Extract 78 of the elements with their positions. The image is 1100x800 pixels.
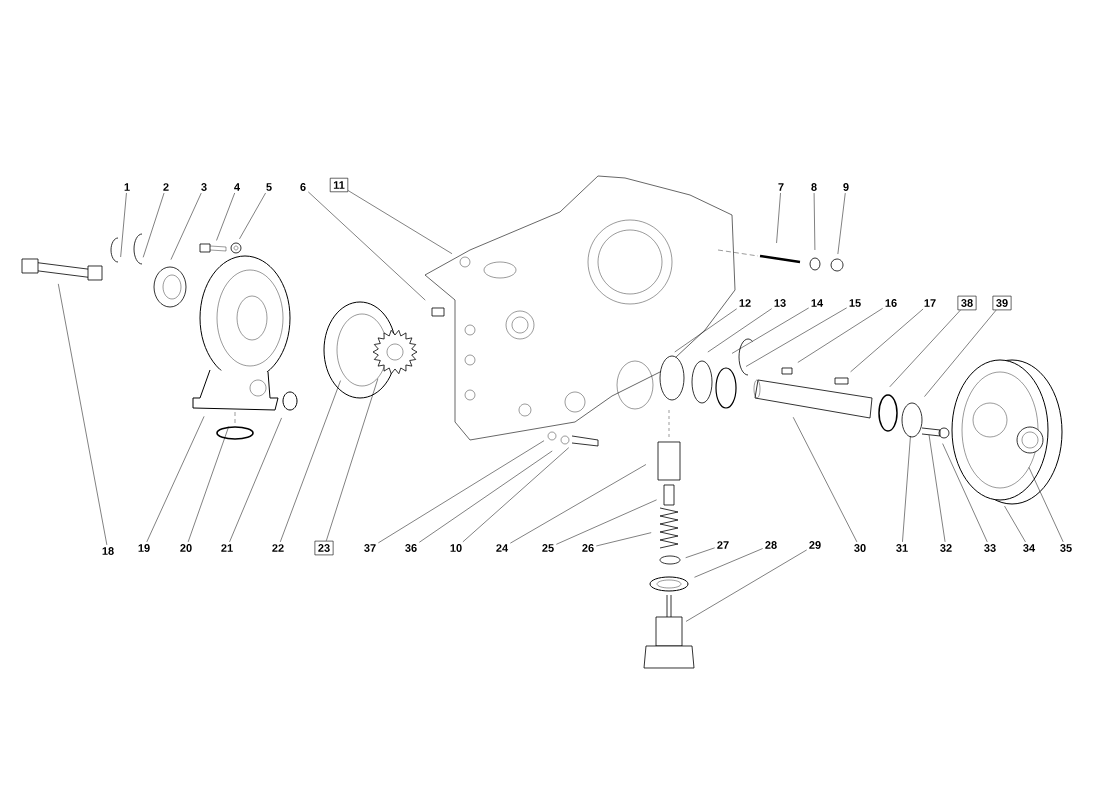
- leader-line: [792, 417, 858, 543]
- leader-line: [1004, 505, 1026, 543]
- leader-line: [1028, 467, 1064, 543]
- callout-number: 31: [896, 544, 908, 552]
- callout-number: 26: [582, 544, 594, 552]
- callout-number: 21: [221, 544, 233, 552]
- callout-number: 2: [163, 183, 169, 191]
- leader-line: [731, 307, 809, 354]
- callout-number: 27: [717, 541, 729, 549]
- leader-line: [378, 440, 545, 544]
- callout-number: 35: [1060, 544, 1072, 552]
- callout-number: 28: [765, 541, 777, 549]
- callout-number: 19: [138, 544, 150, 552]
- leader-line: [776, 192, 781, 244]
- leader-line: [942, 443, 988, 543]
- callout-number: 6: [300, 183, 306, 191]
- leader-line: [187, 426, 229, 543]
- callout-number: 9: [843, 183, 849, 191]
- leader-line: [596, 532, 652, 547]
- callout-number: 3: [201, 183, 207, 191]
- callout-number: 20: [180, 544, 192, 552]
- callout-number: 18: [102, 547, 114, 555]
- leader-line: [462, 447, 570, 543]
- callout-number: 24: [496, 544, 509, 552]
- callout-number: 8: [811, 183, 817, 191]
- leader-line: [229, 417, 282, 543]
- callout-number: 36: [405, 544, 417, 552]
- boxed-callout-number: 11: [329, 177, 349, 193]
- leader-line: [694, 548, 763, 578]
- leader-line: [170, 192, 202, 260]
- callout-number: 37: [364, 544, 376, 552]
- leader-line: [889, 309, 961, 388]
- callout-number: 14: [811, 299, 824, 307]
- callout-number: 34: [1023, 544, 1036, 552]
- leader-line: [837, 192, 846, 255]
- leader-line: [850, 308, 924, 373]
- callout-number: 10: [450, 544, 462, 552]
- leader-line: [510, 464, 647, 544]
- leader-line: [685, 549, 807, 622]
- boxed-callout-number: 38: [957, 295, 977, 311]
- callout-number: 29: [809, 541, 821, 549]
- leader-line: [280, 380, 341, 543]
- leader-line: [674, 308, 737, 353]
- boxed-callout-number: 23: [314, 540, 334, 556]
- callout-number: 1: [124, 183, 130, 191]
- callout-number: 32: [940, 544, 952, 552]
- callout-number: 7: [778, 183, 784, 191]
- leader-line: [142, 192, 165, 258]
- callout-number: 4: [234, 183, 240, 191]
- leader-line: [146, 416, 205, 543]
- leader-line: [813, 192, 816, 251]
- leader-line: [347, 190, 453, 254]
- leader-line: [556, 499, 657, 545]
- leader-line: [902, 435, 911, 543]
- leader-line: [924, 309, 997, 397]
- leader-line: [120, 192, 127, 258]
- callout-number: 16: [885, 299, 897, 307]
- leader-line: [797, 308, 883, 363]
- leader-line: [326, 378, 379, 542]
- callout-number: 15: [849, 299, 861, 307]
- leader-line: [419, 450, 553, 543]
- callout-number: 25: [542, 544, 554, 552]
- boxed-callout-number: 39: [992, 295, 1012, 311]
- leader-line: [239, 192, 266, 240]
- leader-line: [308, 191, 426, 301]
- leader-line: [58, 283, 108, 546]
- leader-line: [707, 308, 772, 353]
- callout-number: 33: [984, 544, 996, 552]
- leader-line: [216, 192, 235, 241]
- callout-number: 30: [854, 544, 866, 552]
- callout-number: 22: [272, 544, 284, 552]
- callout-number: 12: [739, 299, 751, 307]
- leader-line: [928, 434, 946, 543]
- callout-number: 13: [774, 299, 786, 307]
- callout-number: 5: [266, 183, 272, 191]
- callout-number: 17: [924, 299, 936, 307]
- leader-line: [685, 547, 715, 558]
- leader-line: [745, 307, 847, 367]
